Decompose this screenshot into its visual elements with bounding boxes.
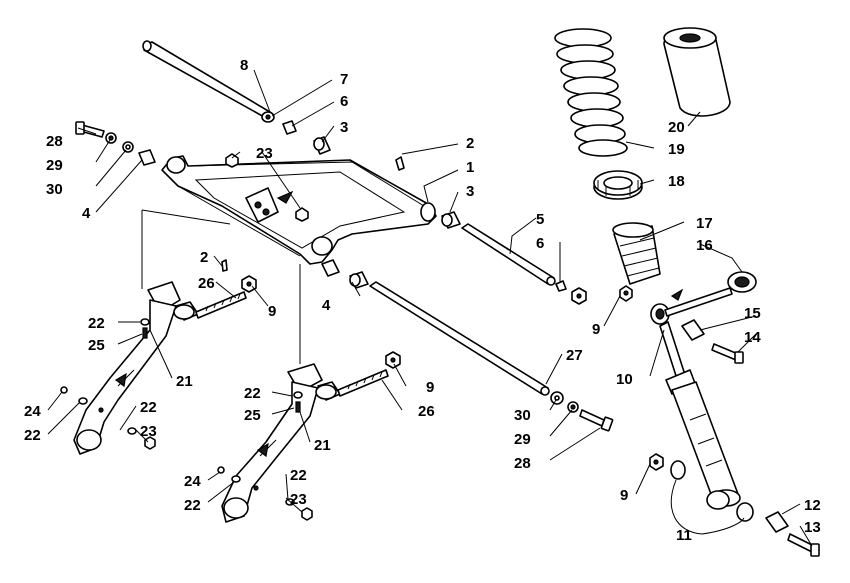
part-24-screw-middle bbox=[217, 466, 225, 474]
callout-30: 30 bbox=[46, 181, 63, 198]
callout-6: 6 bbox=[340, 93, 348, 110]
callout-30: 30 bbox=[514, 407, 531, 424]
part-23-nut-frame-b bbox=[295, 207, 309, 222]
part-6-bushing-right bbox=[555, 280, 567, 292]
callout-21: 21 bbox=[176, 373, 193, 390]
callout-7: 7 bbox=[340, 71, 348, 88]
part-8-long-bolt bbox=[142, 40, 271, 119]
callout-22: 22 bbox=[184, 497, 201, 514]
part-25-screw-left bbox=[142, 327, 148, 339]
part-25-screw-middle bbox=[295, 401, 301, 413]
callout-3: 3 bbox=[466, 183, 474, 200]
part-24-screw-left bbox=[60, 386, 68, 394]
callout-23: 23 bbox=[140, 423, 157, 440]
callout-19: 19 bbox=[668, 141, 685, 158]
callout-23: 23 bbox=[256, 145, 273, 162]
callout-17: 17 bbox=[696, 215, 713, 232]
callout-29: 29 bbox=[46, 157, 63, 174]
part-6-bushing bbox=[282, 120, 297, 135]
callout-28: 28 bbox=[46, 133, 63, 150]
callout-21: 21 bbox=[314, 437, 331, 454]
shock-link-rod bbox=[664, 287, 733, 317]
callout-24: 24 bbox=[184, 473, 201, 490]
part-21-arm-left bbox=[73, 281, 199, 455]
part-26-bolt-left bbox=[195, 291, 247, 319]
part-22-washer-left-top bbox=[140, 318, 150, 326]
part-11-bushing-lower bbox=[736, 502, 754, 522]
callout-29: 29 bbox=[514, 431, 531, 448]
callout-4: 4 bbox=[322, 297, 331, 314]
callout-1: 1 bbox=[466, 159, 474, 176]
callout-11: 11 bbox=[676, 527, 692, 544]
callout-6: 6 bbox=[536, 235, 544, 252]
callout-26: 26 bbox=[418, 403, 435, 420]
part-26-bolt-middle bbox=[337, 369, 389, 397]
callout-22: 22 bbox=[290, 467, 307, 484]
part-23-nut-left bbox=[144, 436, 156, 450]
callout-9: 9 bbox=[268, 303, 276, 320]
callout-4: 4 bbox=[82, 205, 91, 222]
callout-25: 25 bbox=[88, 337, 105, 354]
part-4-bushing-left bbox=[138, 149, 156, 166]
part-14-bolt bbox=[711, 343, 744, 364]
part-22-washer-left-mid bbox=[78, 397, 88, 405]
callout-26: 26 bbox=[198, 275, 215, 292]
callout-9: 9 bbox=[620, 487, 628, 504]
callout-10: 10 bbox=[616, 371, 633, 388]
part-13-bolt bbox=[787, 533, 820, 557]
callout-23: 23 bbox=[290, 491, 307, 508]
callout-25: 25 bbox=[244, 407, 261, 424]
part-12-sleeve bbox=[765, 511, 789, 533]
callout-22: 22 bbox=[244, 385, 261, 402]
part-21-arm-middle bbox=[221, 363, 341, 523]
part-22-washer-middle-mid bbox=[231, 475, 241, 483]
part-27-long-rod bbox=[369, 281, 549, 395]
part-17-bump-stop bbox=[612, 222, 661, 285]
callout-2: 2 bbox=[200, 249, 208, 266]
callout-9: 9 bbox=[426, 379, 434, 396]
callout-5: 5 bbox=[536, 211, 544, 228]
callout-16: 16 bbox=[696, 237, 713, 254]
callout-14: 14 bbox=[744, 329, 761, 346]
callout-28: 28 bbox=[514, 455, 531, 472]
part-18-spring-collar bbox=[593, 170, 643, 200]
part-2-grease-fitting-upper bbox=[395, 156, 405, 171]
part-2-grease-fitting-lower bbox=[221, 259, 228, 272]
callout-9: 9 bbox=[592, 321, 600, 338]
part-22-washer-left-low bbox=[127, 427, 137, 435]
callout-3: 3 bbox=[340, 119, 348, 136]
part-28-bolt-left bbox=[75, 121, 105, 138]
callout-labels: 1 2 2 3 3 4 4 5 6 6 7 8 9 9 9 9 10 11 12… bbox=[24, 57, 821, 544]
callout-12: 12 bbox=[804, 497, 821, 514]
part-23-nut-middle bbox=[301, 507, 313, 521]
part-19-coil-spring bbox=[554, 28, 628, 157]
callout-22: 22 bbox=[140, 399, 157, 416]
callout-27: 27 bbox=[566, 347, 583, 364]
part-4-bushing-lower bbox=[321, 259, 340, 277]
callout-20: 20 bbox=[668, 119, 685, 136]
callout-13: 13 bbox=[804, 519, 821, 536]
callout-8: 8 bbox=[240, 57, 248, 74]
callout-15: 15 bbox=[744, 305, 761, 322]
part-22-washer-middle-top bbox=[293, 391, 303, 399]
part-20-rubber-boot bbox=[663, 27, 731, 117]
part-28-bolt-right bbox=[579, 409, 614, 432]
callout-18: 18 bbox=[668, 173, 685, 190]
leader-lines bbox=[47, 69, 813, 547]
part-23-nut-frame-a bbox=[225, 153, 239, 168]
callout-22: 22 bbox=[88, 315, 105, 332]
callout-24: 24 bbox=[24, 403, 41, 420]
part-15-spacer bbox=[681, 319, 705, 341]
part-16-cup-washer bbox=[727, 271, 757, 293]
callout-2: 2 bbox=[466, 135, 474, 152]
part-5-shaft bbox=[461, 223, 555, 285]
part-11-bushing-upper bbox=[670, 460, 686, 480]
callout-22: 22 bbox=[24, 427, 41, 444]
